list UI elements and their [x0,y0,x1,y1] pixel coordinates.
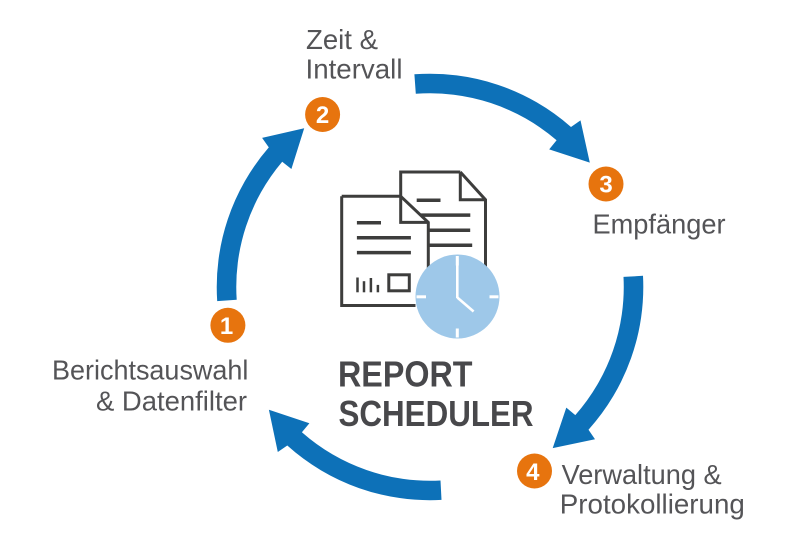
svg-text:Empfänger: Empfänger [593,208,726,239]
svg-text:Intervall: Intervall [306,54,403,85]
svg-text:4: 4 [526,459,540,486]
svg-text:Zeit &: Zeit & [306,24,378,55]
svg-text:Berichtsauswahl: Berichtsauswahl [52,354,248,385]
svg-text:2: 2 [316,102,329,129]
svg-text:& Datenfilter: & Datenfilter [96,386,247,417]
svg-text:Verwaltung &: Verwaltung & [562,459,722,490]
svg-text:Protokollierung: Protokollierung [560,489,745,520]
svg-text:3: 3 [599,172,612,199]
svg-text:1: 1 [220,313,233,340]
svg-text:REPORT: REPORT [338,354,473,395]
svg-text:SCHEDULER: SCHEDULER [339,393,534,434]
